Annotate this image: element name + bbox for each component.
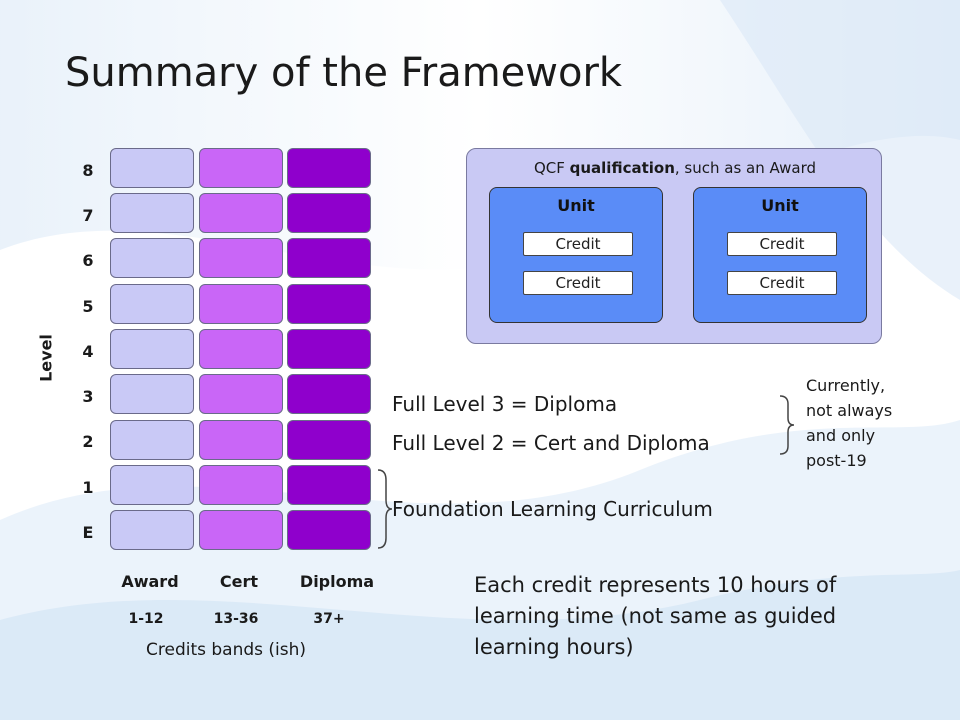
grid-cell-cert-3 [199,374,283,414]
paragraph-line: Each credit represents 10 hours of [474,573,837,597]
grid-cell-diploma-e [287,510,371,550]
note-line: and only [806,426,876,445]
level-number-4: 4 [82,342,94,361]
level-axis-label: Level [36,334,56,382]
grid-cell-award-2 [110,420,194,460]
unit-box-2: Unit Credit Credit [693,187,867,323]
paragraph-line: learning hours) [474,635,634,659]
qcf-qualification-panel: QCF qualification, such as an Award Unit… [466,148,882,344]
slide-title: Summary of the Framework [65,50,623,96]
credit-band-cert: 13-36 [213,611,259,627]
grid-cell-cert-5 [199,284,283,324]
qcf-title-suffix: , such as an Award [674,159,817,177]
grid-cell-diploma-1 [287,465,371,505]
note-line: Currently, [806,376,886,395]
qcf-panel-title: QCF qualification, such as an Award [467,159,883,177]
note-line: post-19 [806,451,867,470]
unit-box-1: Unit Credit Credit [489,187,663,323]
grid-cell-award-7 [110,193,194,233]
level-number-8: 8 [82,161,94,180]
column-label-award: Award [121,572,179,591]
note-line: not always [806,401,893,420]
grid-cell-cert-e [199,510,283,550]
credit-box: Credit [727,232,837,256]
grid-cell-cert-8 [199,148,283,188]
level2-statement: Full Level 2 = Cert and Diploma [392,431,710,455]
level-number-2: 2 [82,432,94,451]
grid-cell-diploma-4 [287,329,371,369]
currently-note: Currently, not always and only post-19 [806,373,892,473]
level-number-e: E [82,523,94,542]
grid-cell-diploma-7 [287,193,371,233]
grid-cell-cert-2 [199,420,283,460]
credit-band-award: 1-12 [128,611,164,627]
paragraph-line: learning time (not same as guided [474,604,837,628]
credit-box: Credit [727,271,837,295]
credit-info-paragraph: Each credit represents 10 hours of learn… [474,570,836,663]
grid-cell-diploma-5 [287,284,371,324]
qcf-title-prefix: QCF [533,159,570,177]
credit-box: Credit [523,271,633,295]
grid-cell-award-3 [110,374,194,414]
grid-cell-award-6 [110,238,194,278]
grid-cell-cert-1 [199,465,283,505]
foundation-brace-icon [377,469,393,549]
credit-band-diploma: 37+ [313,611,345,627]
note-brace-icon [779,395,795,455]
credit-box: Credit [523,232,633,256]
grid-cell-diploma-2 [287,420,371,460]
grid-cell-award-8 [110,148,194,188]
level3-statement: Full Level 3 = Diploma [392,392,618,416]
grid-cell-cert-4 [199,329,283,369]
grid-cell-diploma-3 [287,374,371,414]
grid-cell-cert-7 [199,193,283,233]
grid-cell-award-5 [110,284,194,324]
unit-title-1: Unit [557,196,595,215]
level-number-5: 5 [82,297,94,316]
unit-title-2: Unit [761,196,799,215]
level-number-1: 1 [82,478,94,497]
qcf-title-bold: qualification [569,159,675,177]
grid-cell-award-4 [110,329,194,369]
level-number-3: 3 [82,387,94,406]
grid-cell-diploma-8 [287,148,371,188]
column-label-diploma: Diploma [299,572,375,591]
level-number-7: 7 [82,206,94,225]
grid-cell-cert-6 [199,238,283,278]
grid-cell-award-e [110,510,194,550]
level-number-6: 6 [82,251,94,270]
column-label-cert: Cert [219,572,259,591]
credit-bands-caption: Credits bands (ish) [146,640,307,660]
grid-cell-award-1 [110,465,194,505]
foundation-statement: Foundation Learning Curriculum [392,497,713,521]
grid-cell-diploma-6 [287,238,371,278]
